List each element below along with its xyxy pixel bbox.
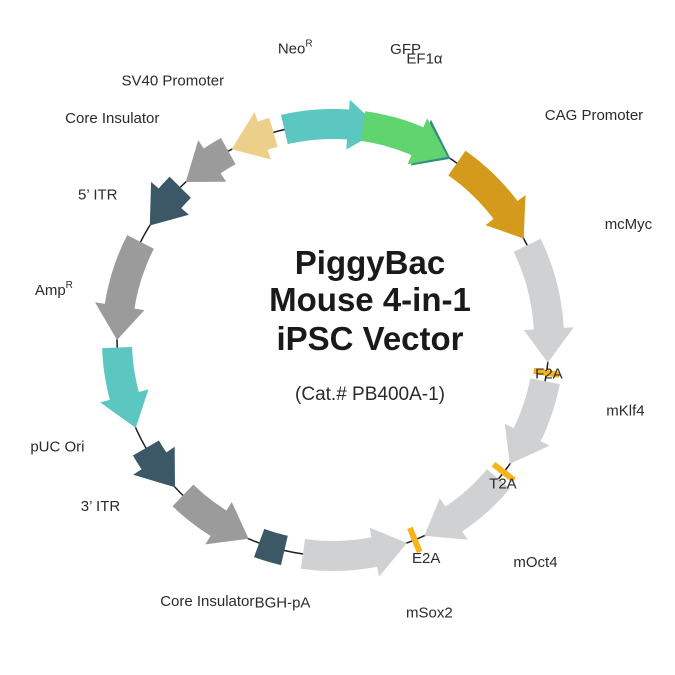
label-amp-r-superscript: R [66, 280, 73, 291]
label-puc-ori: pUC Ori [30, 438, 84, 455]
title-line-3: iPSC Vector [276, 320, 463, 357]
feature-cag-promoter [448, 150, 526, 239]
feature-f2a [533, 367, 560, 378]
feature-core-insulator-left [185, 138, 236, 182]
feature-msox2 [300, 527, 407, 577]
label-gfp: GFP [390, 41, 421, 58]
label-msox2: mSox2 [406, 604, 453, 621]
feature-neo-r [281, 99, 382, 150]
label-neo-r-superscript: R [305, 39, 312, 50]
feature-e2a [407, 526, 423, 554]
feature-mklf4 [504, 378, 560, 464]
title-line-1: PiggyBac [295, 244, 445, 281]
label-mcmyc: mcMyc [605, 216, 653, 233]
label-core-insulator-left: Core Insulator [65, 110, 159, 127]
feature-moct4 [424, 469, 510, 540]
feature-amp-r [95, 235, 154, 340]
label-moct4: mOct4 [513, 554, 557, 571]
feature-mcmyc [513, 238, 574, 363]
title-line-2: Mouse 4-in-1 [269, 281, 471, 318]
label-amp-r: AmpR [35, 280, 73, 299]
label-5-itr: 5’ ITR [78, 187, 118, 204]
label-f2a: F2A [535, 365, 563, 382]
features-layer [95, 99, 574, 577]
feature-gfp [361, 111, 448, 165]
feature-core-insulator-bottom [172, 484, 249, 545]
vector-title: PiggyBac Mouse 4-in-1 iPSC Vector (Cat.#… [269, 244, 471, 405]
feature-bgh-pa [254, 528, 288, 566]
label-mklf4: mKlf4 [606, 403, 644, 420]
catalog-number: (Cat.# PB400A-1) [295, 384, 445, 405]
feature-5-itr [149, 176, 191, 226]
label-3-itr: 3’ ITR [81, 498, 121, 515]
label-sv40-promoter: SV40 Promoter [122, 72, 225, 89]
label-ef1a: EF1α [406, 51, 443, 68]
label-e2a: E2A [412, 550, 440, 567]
label-cag-promoter: CAG Promoter [545, 107, 643, 124]
feature-3-itr [132, 440, 175, 488]
label-bgh-pa: BGH-pA [255, 595, 311, 612]
feature-sv40-promoter [231, 112, 278, 160]
label-t2a: T2A [489, 475, 517, 492]
label-core-insulator-bottom: Core Insulator [160, 593, 254, 610]
feature-t2a [491, 461, 516, 483]
label-neo-r: NeoR [278, 39, 313, 58]
feature-puc-ori [100, 347, 149, 428]
